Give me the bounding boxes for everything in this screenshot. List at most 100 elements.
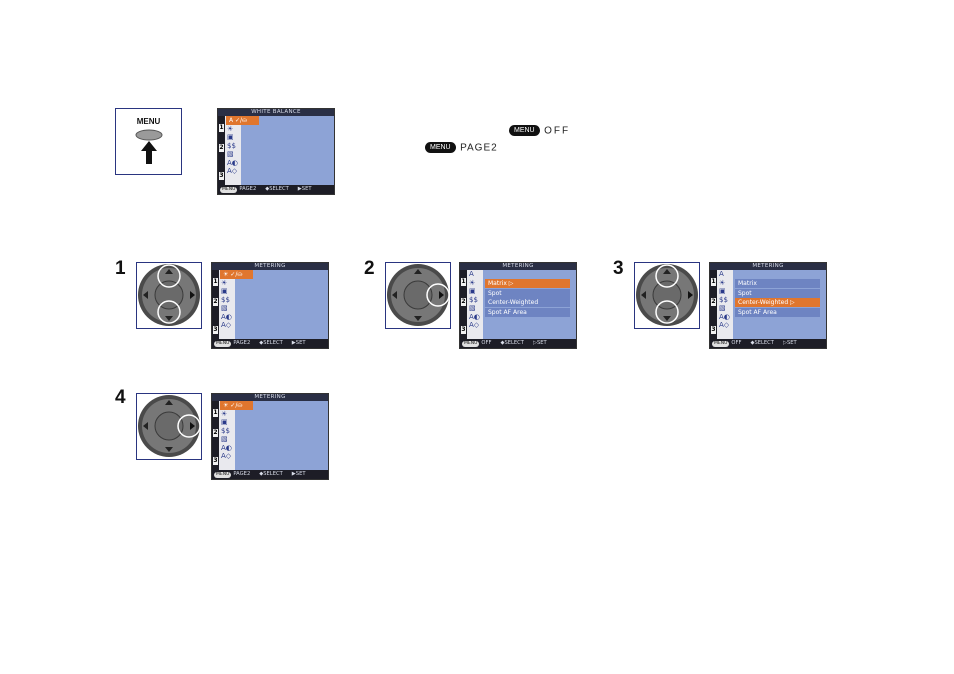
lcd-footer-hint: ◆SELECT <box>259 340 283 346</box>
menu-btn-glyph: MENU <box>425 142 456 154</box>
lcd-title: METERING <box>212 394 328 401</box>
lcd-footer-menu-button: MENU <box>214 472 232 478</box>
lcd-icon-column: A☀▣$$▧A◐A◇ <box>717 270 733 339</box>
lcd-footer-hint: OFF <box>731 340 742 346</box>
lcd-side-tab: 3 <box>711 326 716 334</box>
lcd-footer-hint: ◆SELECT <box>750 340 774 346</box>
lcd-highlight-item: ☀ ✓/⛀ <box>220 401 253 410</box>
multi-selector-icon <box>138 264 200 326</box>
lcd-footer-hint: PAGE2 <box>233 340 251 346</box>
lcd-side-tab: 1 <box>213 278 218 286</box>
lcd-side-tab: 2 <box>461 298 466 306</box>
lcd-title: METERING <box>212 263 328 270</box>
lcd-menu-icon: A◇ <box>221 321 232 329</box>
lcd-menu-icon: $$ <box>221 426 230 435</box>
lcd-footer-hint: ▶SET <box>291 340 306 346</box>
multi-selector-illustration <box>385 262 451 329</box>
lcd-menu-icon: ▧ <box>469 304 476 312</box>
lcd-option-item: Center-Weighted ▷ <box>735 298 820 307</box>
step-number: 4 <box>115 387 126 408</box>
lcd-side-tab: 3 <box>219 172 224 180</box>
lcd-footer-hint: ◆SELECT <box>500 340 524 346</box>
lcd-side-tab: 1 <box>219 124 224 132</box>
lcd-icon-column: A☀▣$$▧A◐A◇ <box>225 116 241 185</box>
lcd-menu-icon: A◐ <box>719 312 730 321</box>
multi-selector-illustration <box>136 262 202 329</box>
lcd-footer-hint: ◆SELECT <box>259 471 283 477</box>
lcd-side-tab: 2 <box>711 298 716 306</box>
lcd-side-tab: 2 <box>219 144 224 152</box>
lcd-menu-icon: ▧ <box>719 304 726 312</box>
lcd-menu-icon: A◇ <box>469 321 480 329</box>
lcd-side-tabs: 1 2 3 <box>460 270 467 339</box>
lcd-side-tab: 3 <box>461 326 466 334</box>
lcd-highlight-item: A ✓/⛀ <box>226 116 259 125</box>
legend-off: MENU OFF <box>509 122 570 137</box>
lcd-menu-icon: A◐ <box>469 312 480 321</box>
press-indicator <box>655 264 679 288</box>
lcd-menu-icon: A◐ <box>221 312 232 321</box>
legend-page2-label: PAGE2 <box>460 142 498 154</box>
lcd-side-tab: 1 <box>213 409 218 417</box>
legend-page2: MENU PAGE2 <box>425 139 498 154</box>
lcd-menu-icon: A◇ <box>719 321 730 329</box>
lcd-option-item: Center-Weighted <box>485 298 570 307</box>
multi-selector-icon <box>636 264 698 326</box>
lcd-menu-icon: ☀ <box>221 409 228 418</box>
lcd-option-item: Matrix ▷ <box>485 279 570 288</box>
menu-btn-glyph: MENU <box>509 125 540 137</box>
lcd-menu-icon: ▧ <box>227 150 234 158</box>
lcd-side-tab: 3 <box>213 457 218 465</box>
lcd-title: METERING <box>460 263 576 270</box>
lcd-footer-menu-button: MENU <box>214 341 232 347</box>
lcd-menu-icon: ▧ <box>221 304 228 312</box>
press-indicator <box>157 264 181 288</box>
lcd-footer-hint: PAGE2 <box>239 186 257 192</box>
lcd-menu-icon: A <box>719 270 724 278</box>
lcd-footer-hint: ▶SET <box>297 186 312 192</box>
lcd-icon-column: A☀▣$$▧A◐A◇ <box>219 270 235 339</box>
lcd-menu-icon: $$ <box>469 295 478 304</box>
lcd-side-tab: 1 <box>461 278 466 286</box>
lcd-menu-icon: A◇ <box>221 452 232 460</box>
menu-button-icon <box>135 129 163 164</box>
lcd-title: METERING <box>710 263 826 270</box>
lcd-option-item: Spot <box>735 288 820 298</box>
lcd-menu-icon: A◐ <box>227 158 238 167</box>
menu-button-illustration: MENU <box>115 108 182 175</box>
lcd-option-item: Matrix <box>735 279 820 288</box>
lcd-icon-column: A☀▣$$▧A◐A◇ <box>219 401 235 470</box>
lcd-menu-icon: ▣ <box>719 287 726 295</box>
lcd-menu-icon: ▣ <box>221 418 228 426</box>
lcd-footer-menu-button: MENU <box>712 341 730 347</box>
lcd-side-tab: 3 <box>213 326 218 334</box>
lcd-menu-icon: $$ <box>221 295 230 304</box>
lcd-option-item: Spot AF Area <box>485 307 570 317</box>
lcd-menu-icon: ▧ <box>221 435 228 443</box>
lcd-side-tab: 1 <box>711 278 716 286</box>
step-number: 3 <box>613 258 624 279</box>
lcd-footer-menu-button: MENU <box>462 341 480 347</box>
lcd-footer-hint: ◆SELECT <box>265 186 289 192</box>
lcd-menu-icon: ☀ <box>227 124 234 133</box>
multi-selector-illustration <box>634 262 700 329</box>
lcd-menu-icon: A◇ <box>227 167 238 175</box>
lcd-footer-hint: PAGE2 <box>233 471 251 477</box>
step-number: 2 <box>364 258 375 279</box>
multi-selector-icon <box>387 264 450 326</box>
lcd-menu-icon: ☀ <box>719 278 726 287</box>
press-indicator <box>655 300 679 324</box>
lcd-menu-icon: A◐ <box>221 443 232 452</box>
press-indicator <box>426 283 450 307</box>
lcd-footer-hint: ▷SET <box>782 340 797 346</box>
lcd-menu-icon: ▣ <box>469 287 476 295</box>
press-indicator <box>157 300 181 324</box>
lcd-menu-icon: $$ <box>227 141 236 150</box>
